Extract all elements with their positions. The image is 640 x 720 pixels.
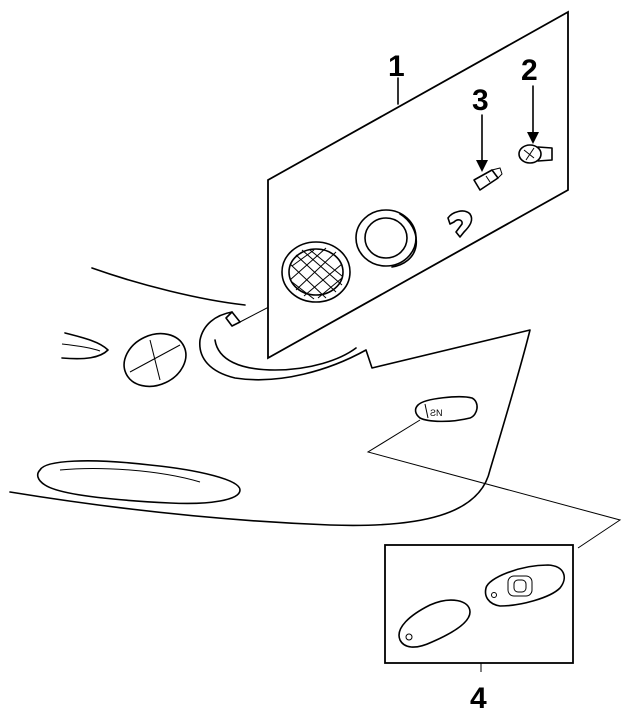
wire-clip xyxy=(447,210,473,238)
bulb-icon xyxy=(473,167,503,191)
callout-arrow xyxy=(476,114,488,172)
assembly-panel xyxy=(267,10,569,360)
lamp-housing xyxy=(355,209,418,268)
callout-4: 4 xyxy=(470,682,487,715)
svg-text:ƧN: ƧN xyxy=(430,408,443,418)
callout-box-4 xyxy=(384,544,574,672)
callout-2: 2 xyxy=(521,54,538,87)
leader-line xyxy=(366,419,622,549)
callout-arrow xyxy=(527,85,539,144)
installed-side-lamp: ƧN xyxy=(414,396,478,423)
headlamp xyxy=(123,332,187,388)
fog-lamp xyxy=(36,460,241,505)
repeater-housing xyxy=(484,564,565,607)
lamp-lens xyxy=(281,241,351,303)
repeater-lens xyxy=(398,599,471,648)
vehicle-body xyxy=(9,267,531,527)
grille xyxy=(61,332,109,360)
callout-3: 3 xyxy=(472,84,489,117)
socket-icon xyxy=(518,144,553,164)
callout-1: 1 xyxy=(388,50,405,83)
